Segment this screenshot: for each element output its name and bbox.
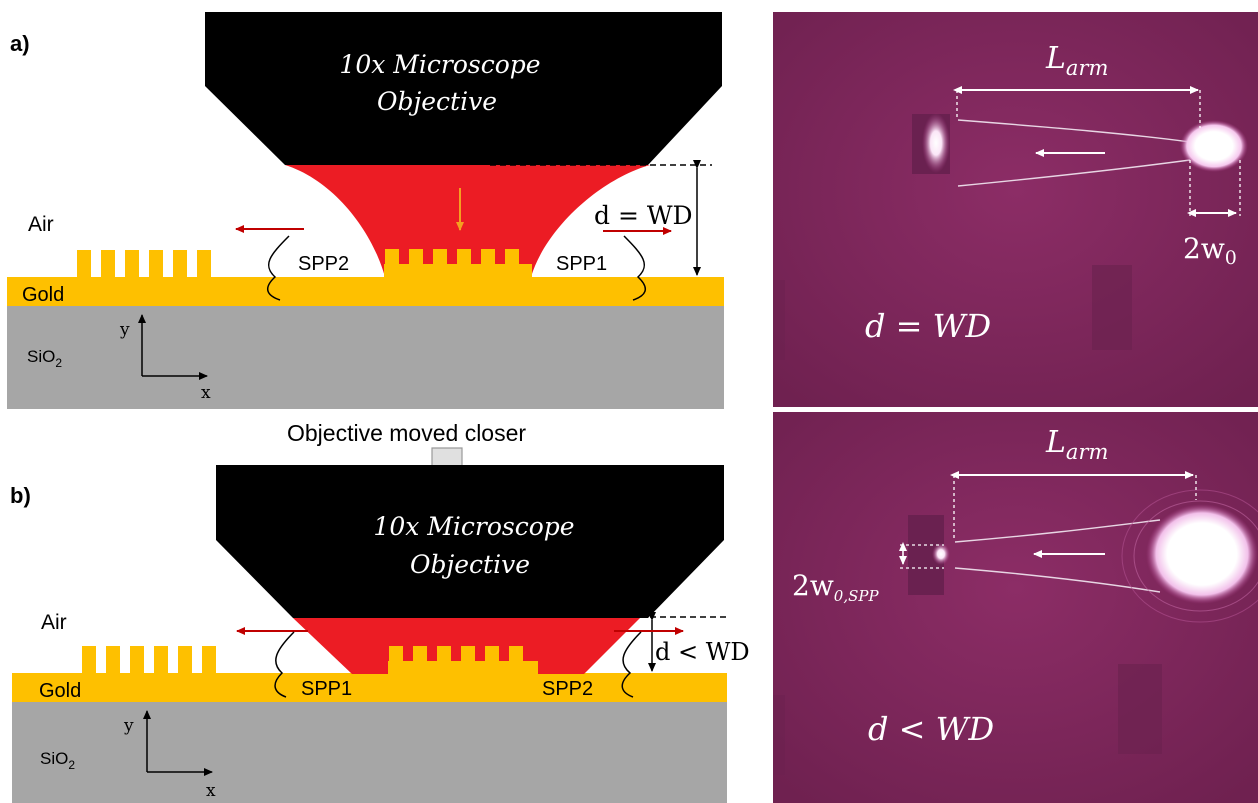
- faint-structure: [1092, 265, 1132, 350]
- gold-label: Gold: [22, 284, 64, 306]
- taper-line-lower: [954, 567, 1161, 593]
- substrate-label: SiO2: [27, 347, 62, 370]
- micrograph-a: Larm 2w0 d = WD: [773, 12, 1258, 407]
- spp-left-profile: [266, 235, 290, 301]
- condition-label: d < WD: [868, 710, 994, 748]
- air-label: Air: [41, 611, 67, 634]
- panel-b-schematic: b) 10x Microscope Objective d < WD: [10, 465, 750, 803]
- microscope-objective: [216, 465, 724, 618]
- faint-structure: [1118, 664, 1162, 754]
- faint-structure: [773, 695, 785, 775]
- micrograph-background: [773, 412, 1258, 803]
- spp-left-profile: [274, 631, 295, 698]
- taper-line-upper: [954, 519, 1161, 543]
- substrate-label: SiO2: [40, 749, 75, 772]
- panel-b-label: b): [10, 483, 31, 508]
- center-grating: [384, 249, 532, 278]
- ripple-ring: [1121, 489, 1258, 623]
- panel-a-schematic: a) 10x Microscope Objective: [7, 12, 724, 409]
- distance-label: d < WD: [655, 638, 750, 666]
- spp-right-label: SPP1: [556, 253, 607, 275]
- focused-beam: [285, 165, 650, 277]
- gold-label: Gold: [39, 680, 81, 702]
- objective-text-line1: 10x Microscope: [373, 512, 574, 541]
- taper-line-upper: [957, 119, 1191, 143]
- gold-layer: [7, 277, 724, 306]
- spp-right-profile: [623, 235, 647, 301]
- taper-line-lower: [957, 159, 1191, 187]
- substrate-layer: [12, 702, 727, 803]
- laser-spot: [1180, 120, 1248, 172]
- left-grating: [82, 646, 216, 674]
- axis-y-label: y: [119, 320, 130, 340]
- condition-label: d = WD: [865, 307, 991, 345]
- spp-right-label: SPP2: [542, 678, 593, 700]
- axis-y-label: y: [123, 716, 134, 736]
- objective-text-line2: Objective: [410, 550, 530, 579]
- panel-a-label: a): [10, 31, 30, 56]
- spp-left-label: SPP1: [301, 678, 352, 700]
- faint-structure: [773, 280, 785, 360]
- distance-label: d = WD: [594, 201, 693, 230]
- spp-right-profile: [621, 631, 642, 698]
- left-grating: [77, 250, 211, 278]
- micrograph-background: [773, 12, 1258, 407]
- gold-layer: [12, 673, 727, 702]
- axis-x-label: x: [206, 781, 216, 801]
- substrate-layer: [7, 306, 724, 409]
- air-label: Air: [28, 213, 54, 236]
- arm-length-label: Larm: [1045, 425, 1108, 464]
- microscope-objective: [205, 12, 722, 165]
- coupler-glow: [922, 113, 950, 173]
- axis-x-label: x: [201, 383, 211, 403]
- arm-length-label: Larm: [1045, 41, 1108, 80]
- laser-spot: [1146, 504, 1258, 604]
- coupler-glow: [932, 543, 950, 565]
- ripple-ring: [1133, 500, 1258, 612]
- objective-text-line2: Objective: [377, 87, 497, 116]
- move-caption: Objective moved closer: [287, 420, 526, 446]
- waist-label: 2w0,SPP: [792, 569, 879, 605]
- waist-label: 2w0: [1183, 232, 1237, 269]
- micrograph-b: Larm 2w0,SPP d < WD: [773, 412, 1258, 803]
- center-grating: [388, 646, 538, 674]
- objective-text-line1: 10x Microscope: [339, 50, 540, 79]
- spp-left-label: SPP2: [298, 253, 349, 275]
